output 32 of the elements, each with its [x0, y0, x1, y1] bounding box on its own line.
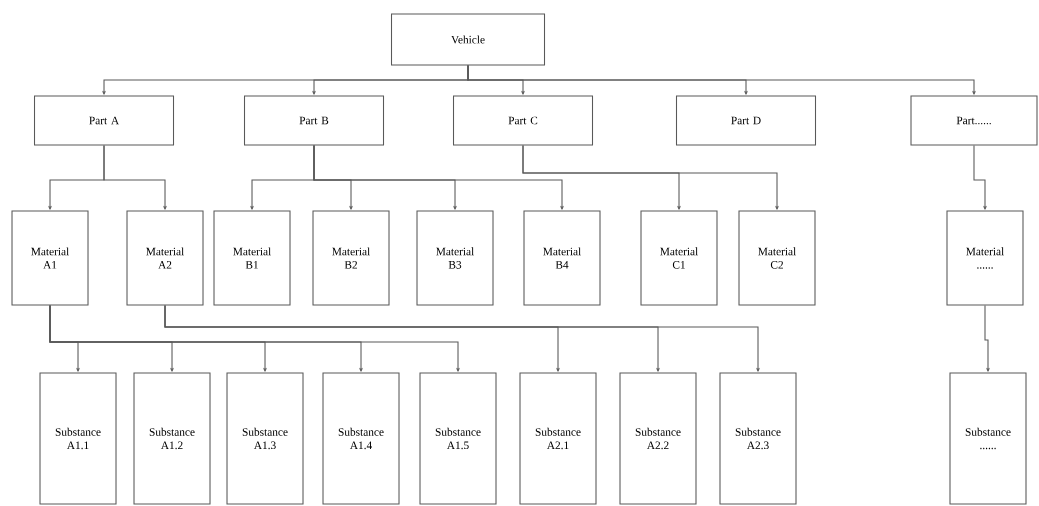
arrow	[467, 65, 976, 95]
substance-box: Substance ......	[949, 372, 1027, 505]
material-box: Material B3	[416, 210, 494, 306]
substance-box: Substance A2.1	[519, 372, 597, 505]
arrow	[164, 305, 760, 372]
material-box: Material C1	[640, 210, 718, 306]
arrow	[103, 145, 167, 210]
material-box: Material ......	[946, 210, 1024, 306]
part-box: Part D	[675, 95, 817, 146]
substance-box: Substance A2.3	[719, 372, 797, 505]
material-box: Material C2	[738, 210, 816, 306]
arrow	[49, 305, 460, 372]
material-box: Material B2	[312, 210, 390, 306]
arrow	[973, 145, 987, 210]
top-box: Vehicle	[390, 13, 546, 66]
substance-box: Substance A1.5	[419, 372, 497, 505]
substance-box: Substance A1.2	[133, 372, 211, 505]
material-box: Material B1	[213, 210, 291, 306]
material-box: Material B4	[523, 210, 601, 306]
substance-box: Substance A1.3	[226, 372, 304, 505]
part-box: Part......	[910, 95, 1038, 146]
part-box: Part C	[452, 95, 594, 146]
material-box: Material A1	[11, 210, 89, 306]
substance-box: Substance A1.1	[39, 372, 117, 505]
part-box: Part B	[243, 95, 385, 146]
arrow	[313, 145, 564, 210]
arrow	[522, 145, 779, 210]
material-box: Material A2	[126, 210, 204, 306]
substance-box: Substance A1.4	[322, 372, 400, 505]
arrow	[984, 305, 990, 372]
substance-box: Substance A2.2	[619, 372, 697, 505]
part-box: Part A	[33, 95, 175, 146]
